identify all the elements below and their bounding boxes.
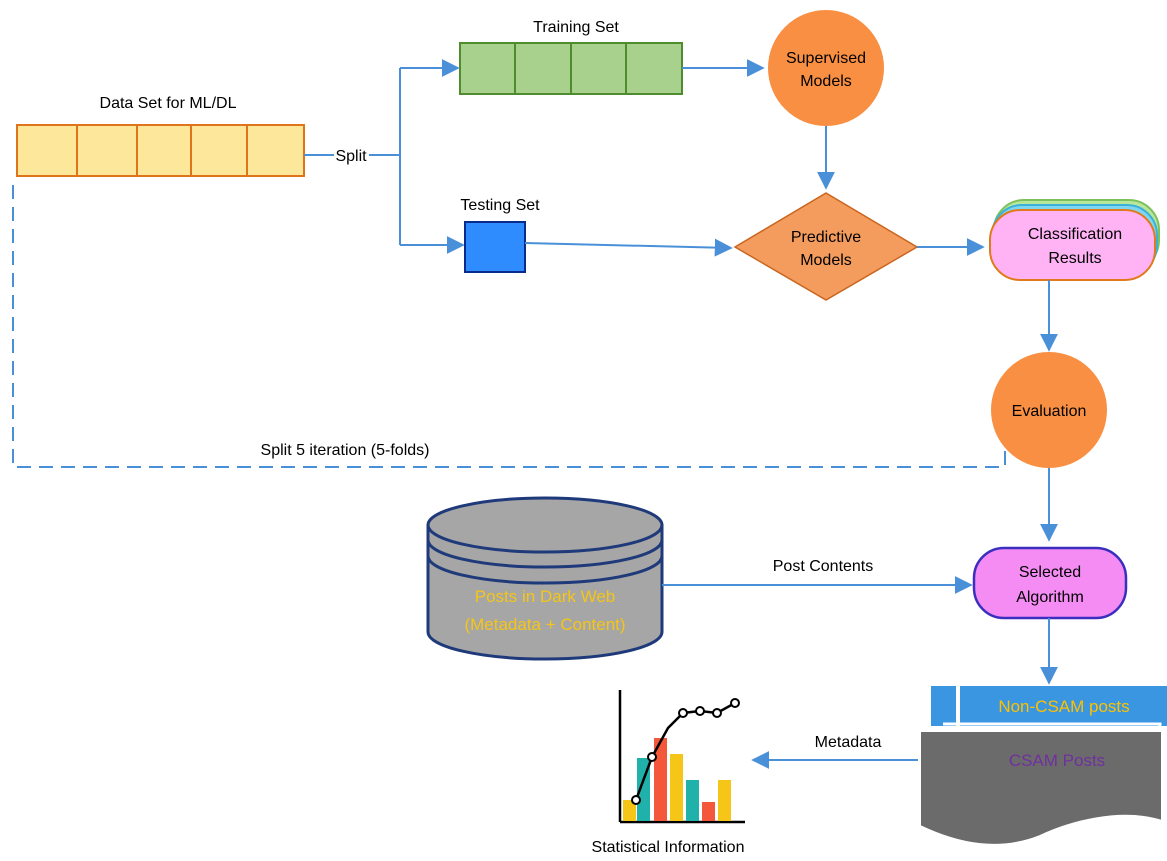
stats-caption: Statistical Information bbox=[592, 839, 745, 856]
dataset-block bbox=[16, 124, 305, 177]
dark-web-database bbox=[426, 496, 664, 661]
non-csam-label: Non-CSAM posts bbox=[998, 697, 1129, 716]
arrow-testing-to-predictive bbox=[524, 238, 733, 257]
predictive-models-node bbox=[733, 192, 919, 301]
predictive-label-2: Models bbox=[800, 252, 852, 269]
db-label-2: (Metadata + Content) bbox=[464, 615, 625, 634]
selected-algorithm-node bbox=[972, 546, 1128, 620]
csam-label: CSAM Posts bbox=[1009, 751, 1105, 770]
metadata-label: Metadata bbox=[815, 734, 882, 751]
training-title: Training Set bbox=[533, 19, 619, 36]
classification-results-node bbox=[989, 199, 1160, 281]
csam-posts-block bbox=[919, 722, 1163, 846]
evaluation-node bbox=[991, 352, 1107, 468]
predictive-label-1: Predictive bbox=[791, 229, 861, 246]
kfold-label: Split 5 iteration (5-folds) bbox=[261, 442, 430, 459]
dataset-title: Data Set for ML/DL bbox=[100, 95, 237, 112]
evaluation-label: Evaluation bbox=[1012, 403, 1087, 420]
db-label-1: Posts in Dark Web bbox=[475, 587, 615, 606]
supervised-models-node bbox=[768, 10, 884, 126]
testing-block bbox=[464, 221, 526, 273]
post-contents-label: Post Contents bbox=[773, 558, 874, 575]
classification-label-2: Results bbox=[1048, 250, 1101, 267]
selected-label-1: Selected bbox=[1019, 564, 1081, 581]
non-csam-posts-block bbox=[931, 686, 1167, 726]
split-label: Split bbox=[335, 148, 367, 165]
statistics-chart-icon bbox=[618, 690, 745, 824]
supervised-label-1: Supervised bbox=[786, 50, 866, 67]
classification-label-1: Classification bbox=[1028, 226, 1122, 243]
testing-title: Testing Set bbox=[460, 197, 540, 214]
selected-label-2: Algorithm bbox=[1016, 589, 1084, 606]
training-block bbox=[459, 42, 683, 95]
kfold-loop-line bbox=[12, 185, 1006, 468]
supervised-label-2: Models bbox=[800, 73, 852, 90]
